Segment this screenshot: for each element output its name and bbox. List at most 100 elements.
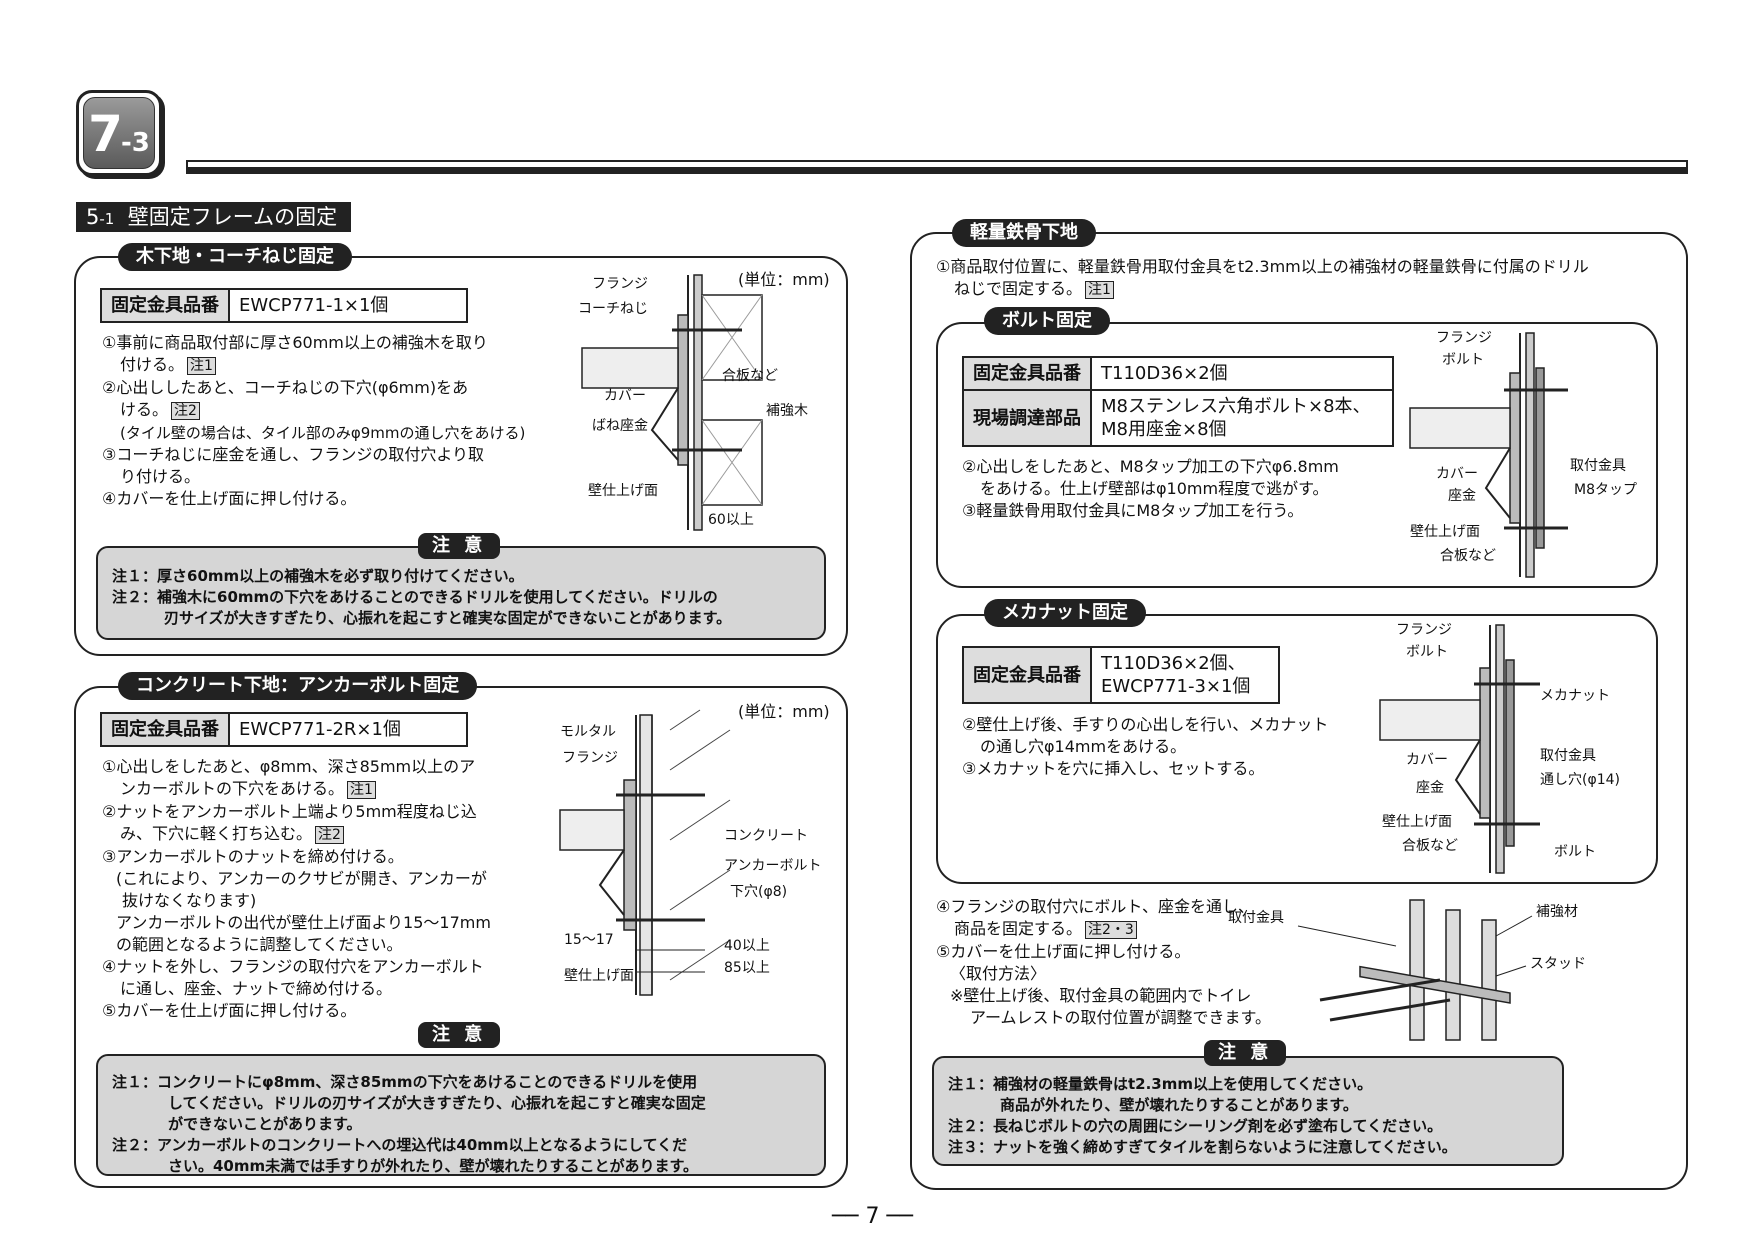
steel-bottom-steps: ④フランジの取付穴にボルト、座金を通し、 商品を固定する。注2・3 ⑤カバーを仕… — [936, 896, 1271, 1029]
wood-fig-cover — [650, 387, 679, 461]
wood-caution: 注１：厚さ60mm以上の補強木を必ず取り付けてください。 注２：補強木に60mm… — [96, 546, 826, 640]
concrete-fig-label-15-17: 15～17 — [564, 932, 614, 948]
wood-step-4: ④カバーを仕上げ面に押し付ける。 — [102, 489, 357, 508]
steel-fig-leader-bracket — [1297, 925, 1397, 947]
chapter-badge: 7-3 — [76, 90, 162, 176]
bolt-fig-label-bolt: ボルト — [1442, 352, 1484, 368]
wood-fig-label-washer: ばね座金 — [592, 418, 648, 434]
concrete-step-5: ⑤カバーを仕上げ面に押し付ける。 — [102, 1001, 357, 1020]
bolt-fig-label-cover: カバー — [1436, 466, 1478, 482]
wood-caution-2: 注２：補強木に60mmの下穴をあけることのできるドリルを使用してください。ドリル… — [112, 588, 718, 606]
concrete-fig-label-flange: フランジ — [562, 750, 618, 766]
concrete-caution: 注１：コンクリートにφ8mm、深さ85mmの下穴をあけることのできるドリルを使用… — [96, 1054, 826, 1176]
concrete-step-3: ③アンカーボルトのナットを締め付ける。 — [102, 847, 404, 866]
bolt-title: ボルト固定 — [984, 307, 1110, 335]
mekanut-fig-cover — [1454, 739, 1481, 815]
wood-spec-value: EWCP771-1×1個 — [228, 288, 468, 323]
steel-fig-label-bracket: 取付金具 — [1228, 910, 1284, 926]
steel-fig-label-brace: 補強材 — [1536, 904, 1578, 920]
mekanut-spec-table: 固定金具品番 T110D36×2個、EWCP771-3×1個 — [962, 646, 1280, 704]
wood-note-ref-2: 注2 — [171, 402, 200, 420]
mekanut-steps: ②壁仕上げ後、手すりの心出しを行い、メカナット の通し穴φ14mmをあける。 ③… — [962, 714, 1328, 780]
steel-caution: 注１：補強材の軽量鉄骨はt2.3mm以上を使用してください。 商品が外れたり、壁… — [932, 1056, 1564, 1166]
bolt-step-2b: をあける。仕上げ壁部はφ10mm程度で逃がす。 — [980, 479, 1329, 498]
concrete-step-1: ①心出しをしたあと、φ8mm、深さ85mm以上のア — [102, 757, 476, 776]
concrete-spec-table: 固定金具品番 EWCP771-2R×1個 — [100, 712, 468, 747]
concrete-note-ref-2: 注2 — [315, 826, 344, 844]
concrete-fig-label-85: 85以上 — [724, 960, 770, 976]
section-num: 5 — [86, 205, 100, 229]
mekanut-fig-label-hole: 通し穴(φ14) — [1540, 772, 1620, 788]
concrete-fig-cover — [598, 849, 625, 916]
bolt-fig-label-bracket: 取付金具 — [1570, 458, 1626, 474]
wood-step-3b: り付ける。 — [120, 467, 201, 486]
wood-spec-table: 固定金具品番 EWCP771-1×1個 — [100, 288, 468, 323]
page-number-value: 7 — [865, 1204, 880, 1229]
concrete-caution-2: してください。ドリルの刃サイズが大きすぎたり、心振れを起こすと確実な固定 — [168, 1094, 706, 1112]
steel-caution-2: 商品が外れたり、壁が壊れたりすることがあります。 — [1000, 1096, 1358, 1114]
steel-step-4: ④フランジの取付穴にボルト、座金を通し、 — [936, 897, 1255, 916]
mekanut-spec-label: 固定金具品番 — [962, 646, 1092, 704]
wood-caution-3: 刃サイズが大きすぎたり、心振れを起こすと確実な固定ができないことがあります。 — [164, 609, 732, 627]
wood-step-1: ①事前に商品取付部に厚さ60mm以上の補強木を取り — [102, 333, 488, 352]
mekanut-fig-label-bracket: 取付金具 — [1540, 748, 1596, 764]
bolt-fig-plywood — [1525, 332, 1535, 578]
concrete-step-3d: アンカーボルトの出代が壁仕上げ面より15～17mm — [116, 913, 491, 932]
chapter-number: 7 — [88, 105, 123, 163]
bolt-fig-label-plywood: 合板など — [1440, 548, 1496, 564]
bolt-fig-cover — [1484, 447, 1511, 519]
section-title: 5-1 壁固定フレームの固定 — [76, 202, 352, 232]
wood-caution-1: 注１：厚さ60mm以上の補強木を必ず取り付けてください。 — [112, 567, 524, 585]
steel-fig-label-stud: スタッド — [1530, 956, 1586, 972]
steel-step-note-1: ※壁仕上げ後、取付金具の範囲内でトイレ — [950, 986, 1252, 1005]
concrete-caution-5: さい。40mm未満では手すりが外れたり、壁が壊れたりすることがあります。 — [168, 1157, 699, 1175]
steel-note-ref-23: 注2・3 — [1085, 921, 1137, 939]
steel-fig-bolt-1 — [1319, 978, 1441, 1002]
wood-unit: (単位：mm) — [738, 270, 830, 289]
bolt-fig-label-flange: フランジ — [1436, 330, 1492, 346]
mekanut-step-2b: の通し穴φ14mmをあける。 — [980, 737, 1187, 756]
concrete-step-4: ④ナットを外し、フランジの取付穴をアンカーボルト — [102, 957, 484, 976]
mekanut-fig-bracket — [1505, 659, 1515, 847]
mekanut-step-2: ②壁仕上げ後、手すりの心出しを行い、メカナット — [962, 715, 1329, 734]
wood-fig-block-bottom-x2 — [701, 419, 763, 506]
bolt-step-2: ②心出しをしたあと、M8タップ加工の下穴φ6.8mm — [962, 457, 1339, 476]
concrete-step-1b-row: ンカーボルトの下穴をあける。注1 — [102, 778, 491, 801]
concrete-note-ref-1: 注1 — [347, 781, 376, 799]
concrete-step-3c: 抜けなくなります) — [122, 891, 257, 910]
bolt-spec-value-2-cell: M8ステンレス六角ボルト×8本、M8用座金×8個 — [1090, 389, 1394, 447]
bolt-fig-label-washer: 座金 — [1448, 488, 1476, 504]
mekanut-fig-label-washer: 座金 — [1416, 780, 1444, 796]
concrete-step-4b: に通し、座金、ナットで締め付ける。 — [120, 979, 393, 998]
bolt-fig-label-finish: 壁仕上げ面 — [1410, 524, 1480, 540]
concrete-fig-hatch-3 — [669, 799, 731, 841]
mekanut-fig-label-mekanut: メカナット — [1540, 688, 1610, 704]
concrete-fig-label-mortar: モルタル — [560, 724, 616, 740]
page-number: ── 7 ── — [832, 1204, 913, 1229]
steel-fig-leader-stud — [1495, 965, 1527, 977]
wood-step-1b-row: 付ける。注1 — [102, 354, 525, 377]
steel-fig-stud-3 — [1481, 919, 1497, 1041]
concrete-fig-flange — [623, 779, 637, 931]
concrete-figure: モルタル フランジ コンクリート アンカーボルト 下穴(φ8) 15～17 40… — [559, 709, 821, 996]
steel-step-note-2: アームレストの取付位置が調整できます。 — [970, 1008, 1271, 1027]
wood-fig-label-brace: 補強木 — [766, 403, 808, 419]
bolt-fig-bracket — [1535, 367, 1545, 549]
mekanut-title: メカナット固定 — [984, 599, 1146, 627]
steel-step-5: ⑤カバーを仕上げ面に押し付ける。 — [936, 942, 1191, 961]
steel-intro: ①商品取付位置に、軽量鉄骨用取付金具をt2.3mm以上の補強材の軽量鉄骨に付属の… — [936, 256, 1589, 301]
concrete-fig-label-40: 40以上 — [724, 938, 770, 954]
concrete-caution-title: 注 意 — [418, 1022, 501, 1048]
concrete-fig-hatch-1 — [669, 709, 701, 731]
wood-fig-label-finish: 壁仕上げ面 — [588, 483, 658, 499]
steel-intro-2-row: ねじで固定する。注1 — [936, 278, 1589, 301]
bolt-step-3: ③軽量鉄骨用取付金具にM8タップ加工を行う。 — [962, 501, 1304, 520]
wood-fig-plywood — [693, 274, 703, 531]
steel-step-4b-row: 商品を固定する。注2・3 — [936, 918, 1271, 941]
wood-fig-label-coach: コーチねじ — [578, 301, 648, 317]
chapter-badge-inner: 7-3 — [83, 97, 155, 169]
wood-fig-rail — [581, 347, 679, 389]
section-sub: -1 — [99, 210, 115, 228]
chapter-sub: -3 — [120, 128, 150, 158]
steel-caution-3: 注２：長ねじボルトの穴の周囲にシーリング剤を必ず塗布してください。 — [948, 1117, 1443, 1135]
